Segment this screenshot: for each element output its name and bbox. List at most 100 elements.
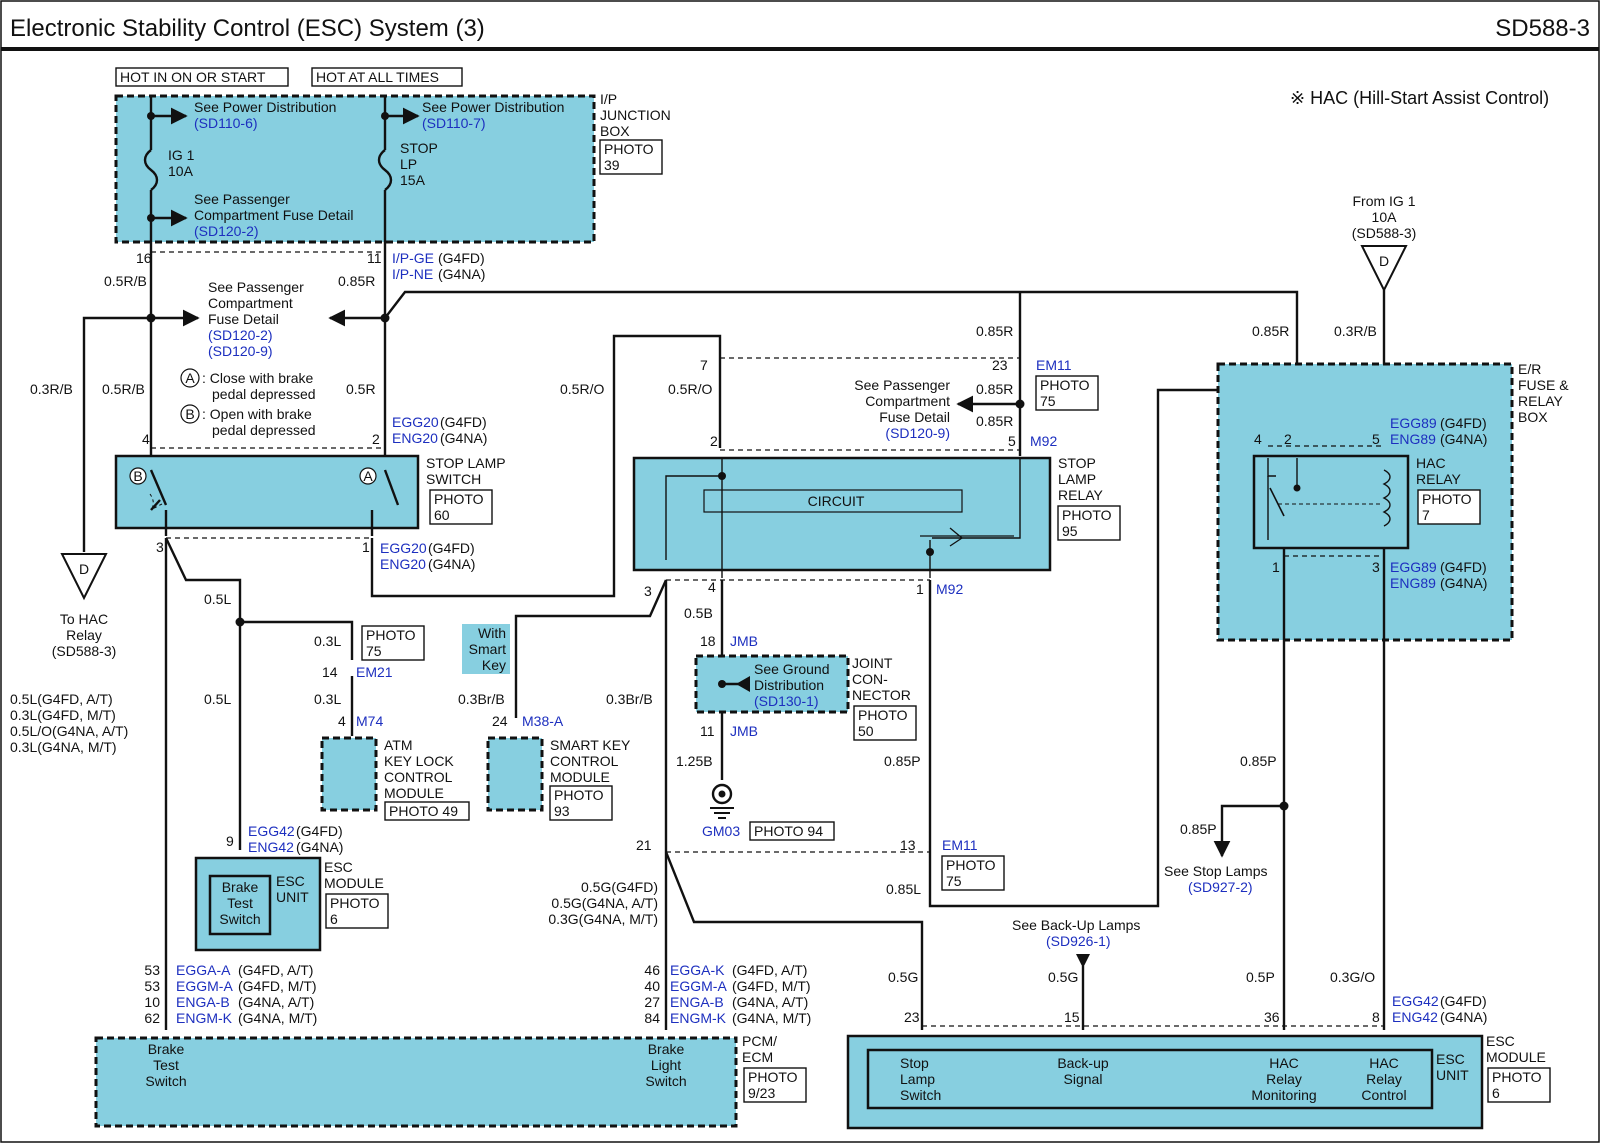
wire-085p-a: 0.85P (884, 753, 921, 769)
esc-small-sfx2: (G4NA) (296, 839, 343, 855)
pcm-brake-light-1: Brake (648, 1041, 685, 1057)
slr-pin3: 3 (644, 583, 652, 599)
pcfd-mid-2: Compartment (208, 295, 293, 311)
gm03-conn: GM03 (702, 823, 740, 839)
to-hac-letter: D (79, 561, 89, 577)
smart-key-conn: M38-A (522, 713, 564, 729)
wire-085r-d: 0.85R (976, 413, 1013, 429)
stoplp-pd-ref[interactable]: (SD110-7) (422, 115, 486, 131)
em21-conn: EM21 (356, 664, 393, 680)
wire-05b: 0.5B (684, 605, 713, 621)
wire-03rb-b: 0.3R/B (1334, 323, 1377, 339)
smart-key-pin: 24 (492, 713, 508, 729)
wire-05rb-top: 0.5R/B (104, 273, 147, 289)
pcfd-mid-3: Fuse Detail (208, 311, 279, 327)
esc-small-inner-1: Brake (222, 879, 259, 895)
pcm-brake-light-2: Light (651, 1057, 681, 1073)
wire-085r-e: 0.85R (1252, 323, 1289, 339)
joint-ground-1: See Ground (754, 661, 830, 677)
sls-mark-b: B (133, 468, 142, 484)
pcfd-relay-1: See Passenger (854, 377, 950, 393)
pcm-left-pin-2: 53 (144, 978, 160, 994)
hac-relay-name-1: HAC (1416, 455, 1446, 471)
esc-label-0-2: Lamp (900, 1071, 935, 1087)
backup-ref[interactable]: (SD926-1) (1046, 933, 1111, 949)
ig1-pd-ref[interactable]: (SD110-6) (194, 115, 258, 131)
g-wire-1: 0.5G(G4FD) (581, 879, 658, 895)
esc-small-inner-3: Switch (219, 911, 260, 927)
to-hac-2: Relay (66, 627, 102, 643)
esc-conn1: EGG42 (1392, 993, 1439, 1009)
ipjb-photo-2: 39 (604, 157, 620, 173)
atm-name-3: CONTROL (384, 769, 453, 785)
wire-03rb: 0.3R/B (30, 381, 73, 397)
smart-key-name-3: MODULE (550, 769, 610, 785)
pcm-brake-test-2: Test (153, 1057, 179, 1073)
er-conn-top1-sfx: (G4FD) (1440, 415, 1487, 431)
sls-mark-a: A (363, 468, 373, 484)
esc-label-3-2: Relay (1366, 1071, 1402, 1087)
wire-05r: 0.5R (346, 381, 376, 397)
pcfd-mid-1: See Passenger (208, 279, 304, 295)
esc-label-1-2: Signal (1064, 1071, 1103, 1087)
hac-relay-name-2: RELAY (1416, 471, 1462, 487)
er-pin1: 1 (1272, 559, 1280, 575)
wire-085r-top: 0.85R (338, 273, 375, 289)
atm-name-1: ATM (384, 737, 413, 753)
pcm-brake-test-3: Switch (145, 1073, 186, 1089)
sls-conn-top: EGG20 (392, 414, 439, 430)
esc-label-2-2: Relay (1266, 1071, 1302, 1087)
er-name-2: FUSE & (1518, 377, 1569, 393)
sls-conn-bot-sfx: (G4FD) (428, 540, 475, 556)
slr-photo-1: PHOTO (1062, 507, 1112, 523)
pcm-name-1: PCM/ (742, 1033, 777, 1049)
joint-ground-ref[interactable]: (SD130-1) (754, 693, 819, 709)
pcfd-mid-ref1[interactable]: (SD120-2) (208, 327, 273, 343)
pcm-left-sfx-1: (G4FD, A/T) (238, 962, 313, 978)
pcfd-mid-ref2[interactable]: (SD120-9) (208, 343, 273, 359)
er-name-4: BOX (1518, 409, 1548, 425)
to-hac-connector (60, 553, 108, 601)
esc-pin-23: 23 (904, 1009, 920, 1025)
er-name-3: RELAY (1518, 393, 1564, 409)
joint-pin18: 18 (700, 633, 716, 649)
ipjb-name-3: BOX (600, 123, 630, 139)
er-name-1: E/R (1518, 361, 1541, 377)
legend-a-letter: A (185, 370, 195, 386)
legend-a-1: : Close with brake (202, 370, 313, 386)
sls-pin2: 2 (372, 431, 380, 447)
pcfd-relay-3: Fuse Detail (879, 409, 950, 425)
hac-relay-photo-2: 7 (1422, 507, 1430, 523)
sls-photo-2: 60 (434, 507, 450, 523)
em11-top-conn: EM11 (1036, 357, 1072, 373)
slr-pin1: 1 (916, 581, 924, 597)
pcfd-top-1: See Passenger (194, 191, 290, 207)
stop-lamps-wire: 0.85P (1180, 821, 1217, 837)
pcfd-top-ref[interactable]: (SD120-2) (194, 223, 259, 239)
ipjb-pin11: 11 (367, 250, 382, 266)
esc-small-unit-2: UNIT (276, 889, 309, 905)
stop-lamps-ref[interactable]: (SD927-2) (1188, 879, 1253, 895)
esc-small-unit-1: ESC (276, 873, 305, 889)
pcm-ecm (94, 1036, 738, 1128)
wire-05l-a: 0.5L (204, 591, 231, 607)
wire-03brb-b: 0.3Br/B (606, 691, 653, 707)
em11-bot-photo-2: 75 (946, 873, 962, 889)
pcfd-relay-ref[interactable]: (SD120-9) (885, 425, 950, 441)
er-conn-top2: ENG89 (1390, 431, 1436, 447)
esc-label-1-1: Back-up (1057, 1055, 1109, 1071)
stop-lamps-label: See Stop Lamps (1164, 863, 1268, 879)
hot-run-box (115, 67, 289, 87)
slr-m92-bot: M92 (936, 581, 963, 597)
ipjb-conn2: I/P-NE (392, 266, 433, 282)
em11-top-photo-2: 75 (1040, 393, 1056, 409)
legend-b-2: pedal depressed (212, 422, 316, 438)
legend-a-2: pedal depressed (212, 386, 316, 402)
slr-pin5: 5 (1008, 433, 1016, 449)
slr-photo-2: 95 (1062, 523, 1078, 539)
er-conn-bot1-sfx: (G4FD) (1440, 559, 1487, 575)
backup-label: See Back-Up Lamps (1012, 917, 1140, 933)
pcm-right-conn-3: ENGA-B (670, 994, 724, 1010)
joint-name-2: CON- (852, 671, 888, 687)
pcm-right-sfx-2: (G4FD, M/T) (732, 978, 811, 994)
